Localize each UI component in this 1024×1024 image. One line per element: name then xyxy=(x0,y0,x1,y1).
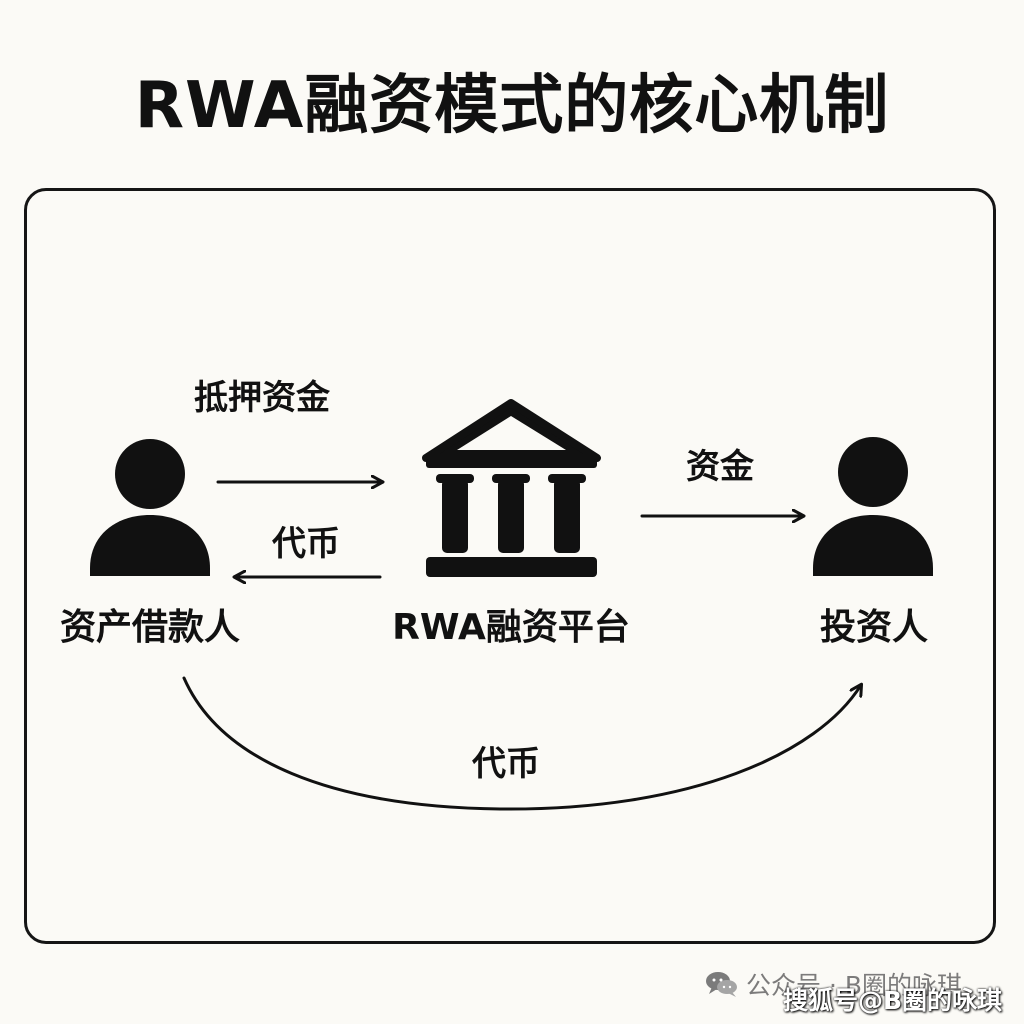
borrower-person-body xyxy=(90,515,210,576)
bank-column-cap-left-icon xyxy=(436,474,474,483)
source-watermark: 搜狐号@B圈的咏琪 xyxy=(782,986,1002,1015)
bank-roof-inner-icon xyxy=(457,416,566,450)
wechat-bubble-small-icon xyxy=(717,980,737,994)
bank-cornice-icon xyxy=(426,459,597,468)
bank-column-cap-right-icon xyxy=(548,474,586,483)
bank-column-cap-middle-icon xyxy=(492,474,530,483)
investor-person-head xyxy=(838,437,908,507)
wechat-eye-small-left-icon xyxy=(722,985,726,989)
diagram-frame xyxy=(24,188,996,944)
funds-label: 资金 xyxy=(686,447,754,487)
token-curve-label: 代币 xyxy=(472,744,540,784)
borrower-label: 资产借款人 xyxy=(59,607,240,648)
platform-label: RWA融资平台 xyxy=(392,607,630,648)
investor-person-body xyxy=(813,515,933,576)
wechat-eye-left-icon xyxy=(712,978,716,982)
bank-column-middle-icon xyxy=(498,479,524,553)
diagram-title: RWA融资模式的核心机制 xyxy=(134,69,890,143)
wechat-icon xyxy=(706,972,737,997)
bank-column-left-icon xyxy=(442,479,468,553)
platform-bank-icon xyxy=(422,399,601,577)
investor-person-icon xyxy=(813,437,933,576)
wechat-bubble-tail-small-icon xyxy=(728,992,736,997)
collateral-funds-label: 抵押资金 xyxy=(194,378,330,418)
borrower-person-icon xyxy=(90,439,210,576)
watermark: 公众号 · B圈的咏琪 搜狐号@B圈的咏琪 xyxy=(704,966,1024,1024)
wechat-eye-small-right-icon xyxy=(728,985,732,989)
public-account-watermark: 公众号 · B圈的咏琪 xyxy=(746,971,962,1000)
investor-label: 投资人 xyxy=(819,607,928,648)
bank-base-icon xyxy=(426,557,597,577)
wechat-eye-right-icon xyxy=(719,978,723,982)
borrower-person-head xyxy=(115,439,185,509)
bank-column-right-icon xyxy=(554,479,580,553)
token-back-label: 代币 xyxy=(272,524,340,564)
token-to-investor-curve-arrow xyxy=(182,676,861,811)
wechat-bubble-tail-large-icon xyxy=(709,987,717,994)
